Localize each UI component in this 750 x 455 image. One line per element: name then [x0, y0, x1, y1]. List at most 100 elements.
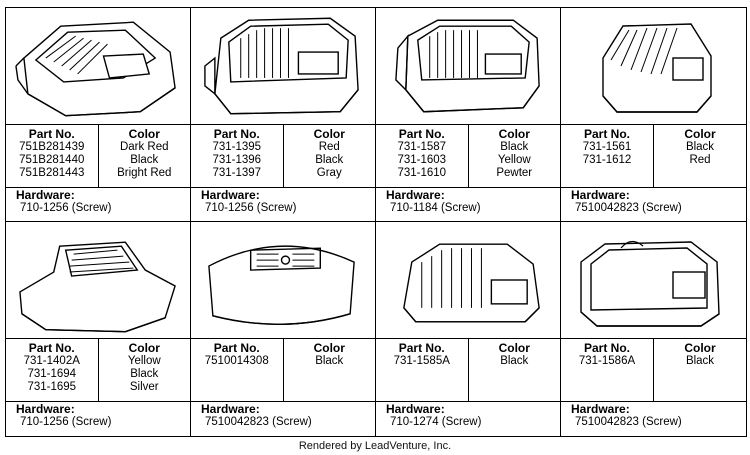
part-number: 731-1397	[212, 167, 262, 179]
color-value: Black	[500, 355, 529, 367]
engine-cover-illustration	[561, 8, 746, 122]
color-value: Dark Red	[119, 141, 169, 153]
part-table: Part No. 731-1585A Color Black	[376, 338, 560, 402]
credit-line: Rendered by LeadVenture, Inc.	[298, 440, 452, 452]
hardware-value: 710-1184 (Screw)	[390, 202, 481, 214]
color-header: Color	[313, 341, 345, 355]
engine-cover-illustration	[6, 8, 190, 122]
part-cell-6: Part No. 7510014308 Color Black Hardware…	[191, 222, 376, 436]
hardware-block: Hardware: 7510042823 (Screw)	[571, 189, 682, 215]
hardware-value: 710-1256 (Screw)	[205, 202, 297, 214]
part-table: Part No. 7510014308 Color Black	[191, 338, 375, 402]
hardware-value: 710-1274 (Screw)	[390, 416, 482, 428]
color-value: Red	[689, 154, 711, 166]
color-value: Silver	[129, 381, 159, 393]
part-number: 731-1561	[582, 141, 632, 153]
color-value: Black	[130, 154, 159, 166]
part-number: 731-1695	[27, 381, 77, 393]
part-table: Part No. 731-1561 731-1612 Color Black R…	[561, 124, 746, 188]
hardware-label: Hardware:	[201, 188, 260, 202]
engine-cover-illustration	[6, 222, 190, 336]
color-value: Black	[500, 141, 529, 153]
part-number: 751B281439	[19, 141, 85, 153]
hardware-block: Hardware: 710-1256 (Screw)	[16, 403, 111, 429]
hardware-block: Hardware: 710-1184 (Screw)	[386, 189, 481, 215]
part-no-header: Part No.	[213, 341, 260, 355]
hardware-block: Hardware: 710-1256 (Screw)	[16, 189, 111, 215]
color-value: Black	[315, 355, 344, 367]
part-table: Part No. 751B281439 751B281440 751B28144…	[6, 124, 190, 188]
engine-cover-illustration	[191, 222, 375, 336]
part-number: 731-1587	[397, 141, 447, 153]
part-cell-7: Part No. 731-1585A Color Black Hardware:…	[376, 222, 561, 436]
part-cell-5: Part No. 731-1402A 731-1694 731-1695 Col…	[6, 222, 191, 436]
part-table: Part No. 731-1586A Color Black	[561, 338, 746, 402]
color-value: Red	[318, 141, 340, 153]
hardware-label: Hardware:	[201, 402, 260, 416]
part-number: 7510014308	[204, 355, 269, 367]
part-number: 731-1396	[212, 154, 262, 166]
part-no-header: Part No.	[398, 341, 445, 355]
part-no-header: Part No.	[28, 127, 75, 141]
hardware-block: Hardware: 7510042823 (Screw)	[571, 403, 682, 429]
color-header: Color	[128, 341, 160, 355]
hardware-label: Hardware:	[16, 402, 75, 416]
color-value: Pewter	[496, 167, 533, 179]
hardware-value: 7510042823 (Screw)	[205, 416, 312, 428]
color-header: Color	[684, 127, 716, 141]
color-value: Black	[685, 141, 715, 153]
part-cell-2: Part No. 731-1395 731-1396 731-1397 Colo…	[191, 8, 376, 222]
color-header: Color	[684, 341, 716, 355]
part-number: 731-1612	[582, 154, 632, 166]
hardware-block: Hardware: 7510042823 (Screw)	[201, 403, 312, 429]
hardware-label: Hardware:	[386, 188, 445, 202]
part-number: 731-1585A	[393, 355, 450, 367]
color-value: Gray	[316, 167, 342, 179]
hardware-value: 7510042823 (Screw)	[575, 202, 682, 214]
hardware-label: Hardware:	[386, 402, 445, 416]
parts-grid: Part No. 751B281439 751B281440 751B28144…	[5, 7, 747, 437]
engine-cover-illustration	[376, 8, 560, 122]
part-number: 731-1586A	[578, 355, 636, 367]
color-value: Black	[685, 355, 715, 367]
color-header: Color	[313, 127, 345, 141]
hardware-block: Hardware: 710-1274 (Screw)	[386, 403, 481, 429]
part-number: 751B281443	[19, 167, 85, 179]
part-no-header: Part No.	[583, 341, 630, 355]
part-no-header: Part No.	[28, 341, 75, 355]
color-header: Color	[498, 127, 530, 141]
color-value: Black	[130, 368, 159, 380]
part-table: Part No. 731-1402A 731-1694 731-1695 Col…	[6, 338, 190, 402]
color-value: Yellow	[127, 355, 161, 367]
part-number: 731-1402A	[23, 355, 80, 367]
part-table: Part No. 731-1395 731-1396 731-1397 Colo…	[191, 124, 375, 188]
hardware-value: 710-1256 (Screw)	[20, 202, 112, 214]
color-value: Bright Red	[117, 167, 172, 179]
part-cell-8: Part No. 731-1586A Color Black Hardware:…	[561, 222, 746, 436]
part-no-header: Part No.	[213, 127, 260, 141]
hardware-value: 7510042823 (Screw)	[575, 416, 682, 428]
part-number: 731-1395	[212, 141, 262, 153]
color-value: Yellow	[497, 154, 531, 166]
hardware-value: 710-1256 (Screw)	[20, 416, 112, 428]
color-header: Color	[498, 341, 530, 355]
engine-cover-illustration	[191, 8, 375, 122]
part-cell-3: Part No. 731-1587 731-1603 731-1610 Colo…	[376, 8, 561, 222]
part-no-header: Part No.	[583, 127, 630, 141]
color-value: Black	[315, 154, 344, 166]
part-number: 731-1694	[27, 368, 77, 380]
part-number: 751B281440	[19, 154, 85, 166]
hardware-label: Hardware:	[571, 188, 630, 202]
engine-cover-illustration	[561, 222, 746, 336]
hardware-label: Hardware:	[16, 188, 75, 202]
part-cell-1: Part No. 751B281439 751B281440 751B28144…	[6, 8, 191, 222]
part-no-header: Part No.	[398, 127, 445, 141]
color-header: Color	[128, 127, 160, 141]
engine-cover-illustration	[376, 222, 560, 336]
part-table: Part No. 731-1587 731-1603 731-1610 Colo…	[376, 124, 560, 188]
part-number: 731-1603	[397, 154, 447, 166]
hardware-label: Hardware:	[571, 402, 630, 416]
part-number: 731-1610	[397, 167, 447, 179]
hardware-block: Hardware: 710-1256 (Screw)	[201, 189, 296, 215]
part-cell-4: Part No. 731-1561 731-1612 Color Black R…	[561, 8, 746, 222]
